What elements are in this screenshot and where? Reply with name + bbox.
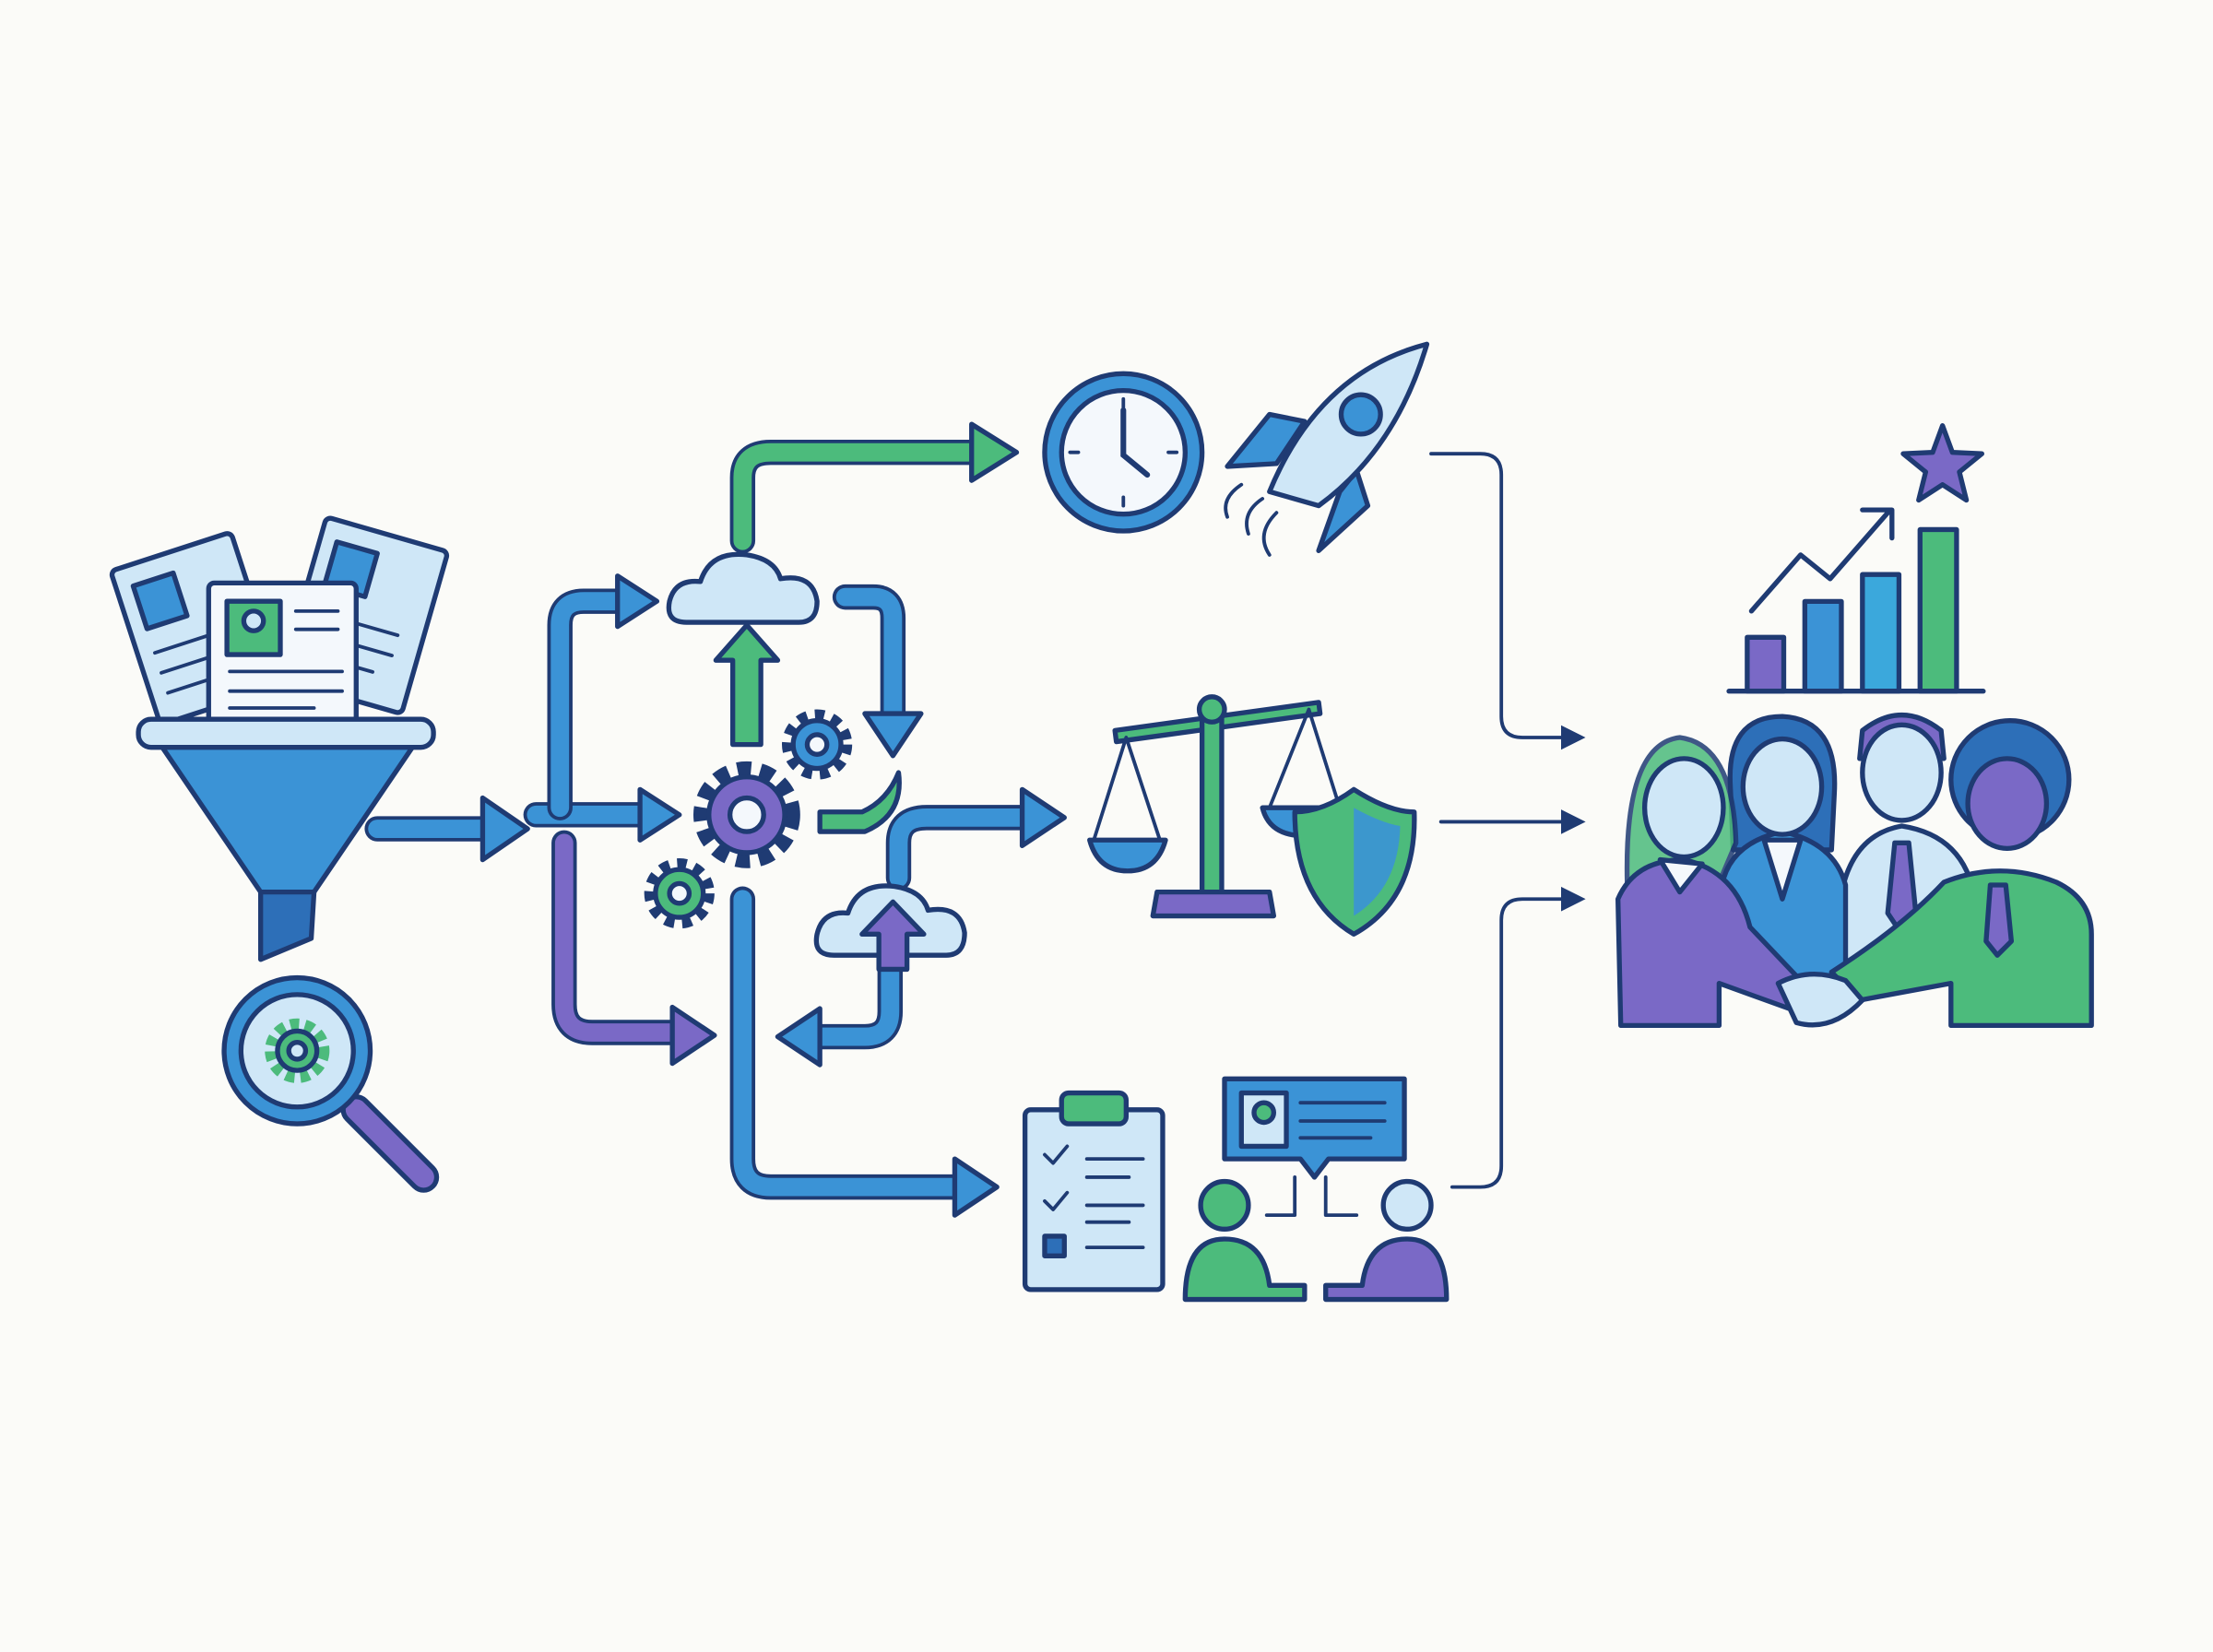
magnifier-gear-icon (221, 974, 440, 1193)
process-arrows (364, 421, 1067, 1218)
cloud-icon (666, 551, 820, 748)
team-handshake-icon (1615, 713, 2094, 1029)
gear-icon (693, 761, 800, 868)
funnel-with-resumes-icon (109, 515, 450, 962)
interview-people-chat-icon (1182, 1076, 1450, 1303)
growth-bar (1917, 526, 1959, 694)
gear-icon (644, 858, 715, 929)
growth-bar (1745, 634, 1787, 694)
gear-icon (782, 709, 853, 780)
growth-bar (1860, 572, 1902, 694)
rocket-icon (1224, 341, 1430, 557)
clipboard-checklist-icon (1022, 1090, 1166, 1292)
connector-lines (1429, 452, 1586, 1189)
balance-scale-icon (1087, 694, 1350, 919)
cloud-icon (813, 883, 967, 973)
clock-icon (1042, 371, 1205, 534)
shield-icon (1292, 786, 1417, 937)
bar-chart-star-icon (1726, 423, 1986, 694)
growth-bar (1802, 598, 1844, 694)
arrow-head (479, 795, 530, 863)
